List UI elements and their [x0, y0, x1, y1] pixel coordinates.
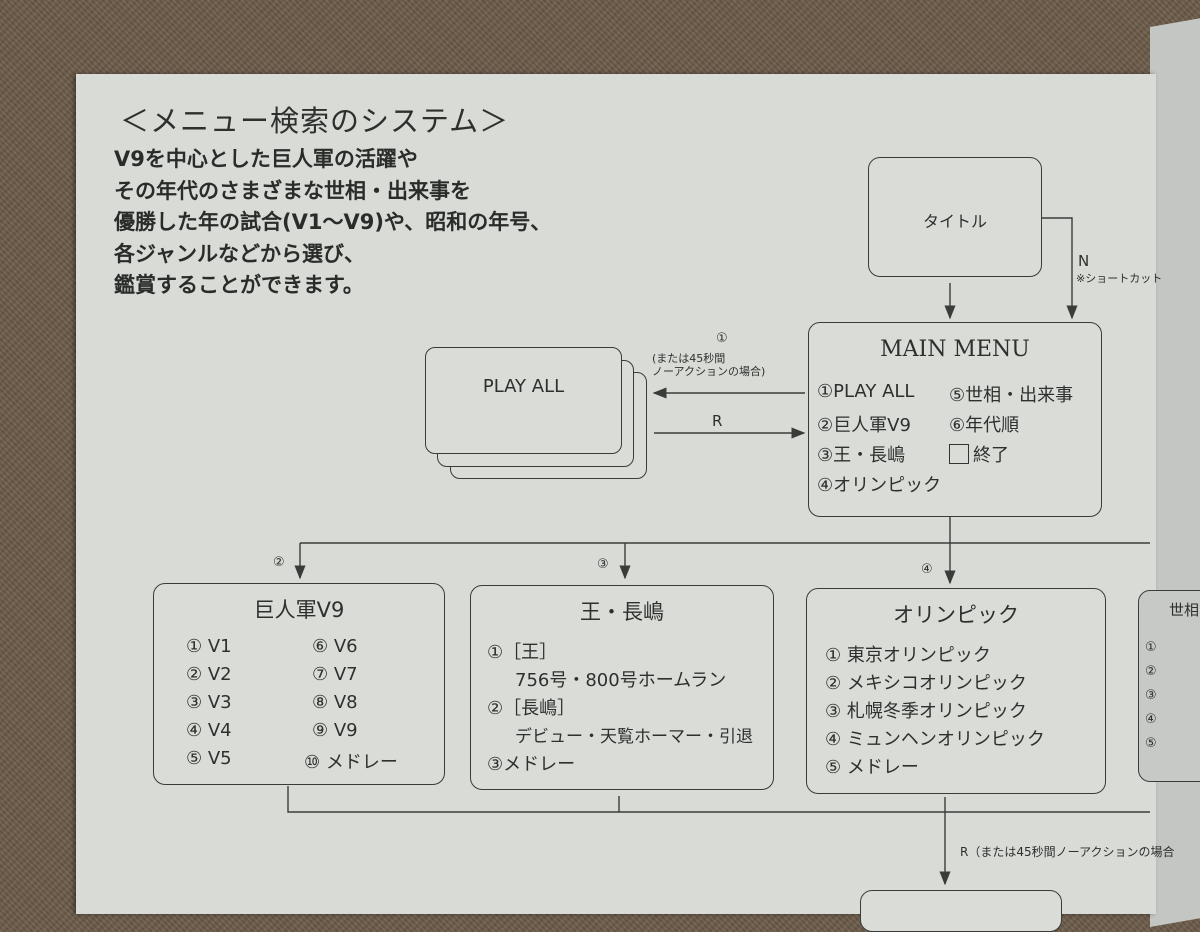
main-menu-box: MAIN MENU ①PLAY ALL ②巨人軍V9 ③王・長嶋 ④オリンピック…	[808, 322, 1102, 517]
oh-nagashima-box: 王・長嶋 ①［王］ 756号・800号ホームラン ②［長嶋］ デビュー・天覧ホー…	[470, 585, 774, 790]
page-title: ＜メニュー検索のシステム＞	[120, 104, 510, 138]
list-item: ③ 札幌冬季オリンピック	[825, 701, 1027, 722]
list-item: ②	[1145, 664, 1157, 679]
branch-label: ②	[273, 555, 285, 570]
list-item: ③	[1145, 688, 1157, 703]
list-item: 756号・800号ホームラン	[515, 670, 727, 691]
bottom-note: R（または45秒間ノーアクションの場合	[960, 845, 1175, 859]
menu-item: ⑥年代順	[949, 415, 1020, 436]
branch-label: ③	[597, 557, 609, 572]
shortcut-note: ※ショートカット	[1076, 272, 1163, 285]
list-item: ⑩ メドレー	[304, 752, 398, 773]
branch-line	[300, 517, 951, 544]
list-item: ⑦ V7	[312, 664, 358, 685]
menu-item: ①PLAY ALL	[817, 381, 915, 402]
menu-item: ④オリンピック	[817, 475, 942, 496]
list-item: デビュー・天覧ホーマー・引退	[515, 727, 753, 747]
list-item: ⑧ V8	[312, 692, 358, 713]
menu-item: ③王・長嶋	[817, 445, 906, 466]
list-item: ② メキシコオリンピック	[825, 673, 1027, 694]
oh-nagashima-title: 王・長嶋	[580, 600, 664, 624]
giants-title: 巨人軍V9	[253, 598, 345, 622]
list-item: ②［長嶋］	[487, 698, 576, 719]
menu-item-exit: 終了	[949, 441, 1009, 467]
menu-item: ②巨人軍V9	[817, 415, 911, 436]
list-item: ⑨ V9	[312, 720, 358, 741]
list-item: ④	[1145, 712, 1157, 727]
giants-v9-box: 巨人軍V9 ① V1 ② V2 ③ V3 ④ V4 ⑤ V5 ⑥ V6 ⑦ V7…	[153, 583, 445, 785]
arrow-note: (または45秒間 ノーアクションの場合)	[652, 352, 765, 378]
list-item: ⑥ V6	[312, 636, 358, 657]
list-item: ④ ミュンヘンオリンピック	[825, 729, 1045, 750]
partial-box-list: ① ② ③ ④ ⑤	[1145, 636, 1157, 756]
list-item: ② V2	[186, 664, 232, 685]
intro-line: その年代のさまざまな世相・出来事を	[114, 178, 471, 203]
list-item: ③メドレー	[487, 754, 576, 775]
connector-lines	[287, 217, 1150, 886]
arrow-note-line: ノーアクションの場合)	[652, 365, 766, 378]
list-item: ⑤ メドレー	[825, 757, 919, 778]
list-item: ①	[1145, 640, 1157, 655]
intro-line: 各ジャンルなどから選び、	[114, 241, 365, 266]
list-item: ⑤	[1145, 736, 1157, 751]
next-screen-box	[860, 890, 1062, 932]
list-item: ① 東京オリンピック	[825, 645, 991, 666]
menu-item: ⑤世相・出来事	[949, 385, 1074, 406]
merge-line	[287, 786, 945, 813]
main-menu-title: MAIN MENU	[880, 337, 1030, 362]
olympic-title: オリンピック	[893, 603, 1019, 627]
arrow-shortcut	[1042, 217, 1078, 320]
list-item: ③ V3	[186, 692, 232, 713]
partial-box-title: 世相・	[1169, 601, 1200, 619]
menu-item-exit-label: 終了	[973, 445, 1009, 466]
return-key: R	[712, 412, 723, 430]
list-item: ⑤ V5	[186, 748, 232, 769]
shortcut-key: N	[1078, 252, 1090, 270]
playall-box: PLAY ALL	[425, 347, 622, 454]
square-icon	[949, 444, 969, 464]
list-item: ④ V4	[186, 720, 232, 741]
list-item: ① V1	[186, 636, 232, 657]
title-screen-box: タイトル	[868, 157, 1042, 277]
olympic-box: オリンピック ① 東京オリンピック ② メキシコオリンピック ③ 札幌冬季オリン…	[806, 588, 1106, 794]
arrow-note-line: (または45秒間	[652, 352, 726, 365]
list-item: ①［王］	[487, 642, 558, 663]
partial-sesou-box: 世相・ ① ② ③ ④ ⑤	[1138, 590, 1200, 782]
arrow-number: ①	[716, 331, 728, 346]
playall-label: PLAY ALL	[482, 376, 565, 397]
title-box-label: タイトル	[922, 212, 987, 231]
intro-line: V9を中心とした巨人軍の活躍や	[114, 147, 418, 171]
branch-label: ④	[921, 562, 933, 577]
intro-text: V9を中心とした巨人軍の活躍や その年代のさまざまな世相・出来事を 優勝した年の…	[114, 144, 551, 302]
intro-line: 鑑賞することができます。	[114, 273, 364, 297]
intro-line: 優勝した年の試合(V1〜V9)や、昭和の年号、	[114, 210, 552, 234]
